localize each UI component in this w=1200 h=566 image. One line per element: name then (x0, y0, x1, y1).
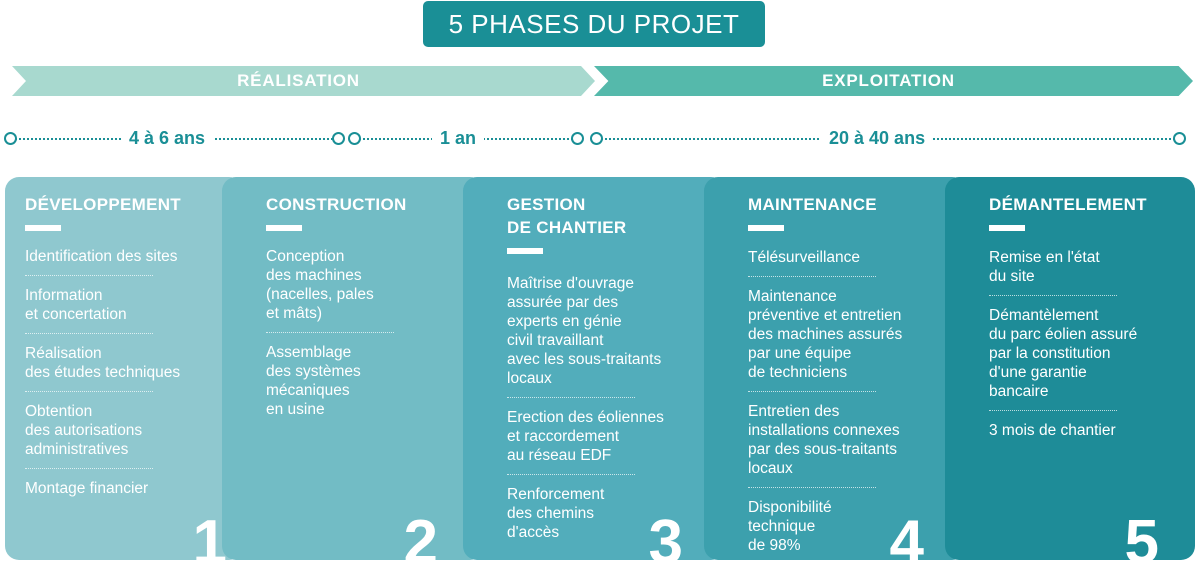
item-separator (266, 332, 394, 333)
card-item: Identification des sites (25, 248, 178, 265)
item-separator (989, 410, 1117, 411)
card-item: Disponibilité technique de 98% (748, 499, 832, 554)
item-separator (25, 391, 153, 392)
page-title: 5 PHASES DU PROJET (423, 1, 765, 47)
phase-label: EXPLOITATION (822, 71, 955, 90)
card-heading-underline (748, 225, 784, 231)
card-items: Maîtrise d'ouvrage assurée par des exper… (507, 274, 707, 542)
card-items: Conception des machines (nacelles, pales… (266, 247, 466, 419)
card-items: Identification des sites Information et … (25, 247, 225, 498)
phase-label: RÉALISATION (237, 71, 360, 90)
card-item: Erection des éoliennes et raccordement a… (507, 409, 664, 464)
card-heading: DÉMANTELEMENT (989, 195, 1147, 214)
timeline-start-dot (4, 132, 17, 145)
phase-card-maintenance: MAINTENANCE Télésurveillance Maintenance… (704, 177, 966, 560)
card-number: 5 (1124, 508, 1159, 561)
item-separator (748, 391, 876, 392)
item-separator (507, 474, 635, 475)
item-separator (25, 468, 153, 469)
item-separator (989, 295, 1117, 296)
item-separator (25, 275, 153, 276)
card-item: Renforcement des chemins d'accès (507, 486, 605, 541)
timeline-start-dot (348, 132, 361, 145)
card-number: 3 (648, 508, 683, 561)
card-items: Télésurveillance Maintenance préventive … (748, 248, 948, 555)
phase-card-developpement: DÉVELOPPEMENT Identification des sites I… (5, 177, 243, 560)
card-item: Télésurveillance (748, 249, 860, 266)
card-item: Assemblage des systèmes mécaniques en us… (266, 344, 361, 418)
card-item: Entretien des installations connexes par… (748, 403, 900, 477)
item-separator (748, 487, 876, 488)
card-heading: DÉVELOPPEMENT (25, 195, 181, 214)
phase-card-demantelement: DÉMANTELEMENT Remise en l'état du site D… (945, 177, 1195, 560)
card-item: Obtention des autorisations administrati… (25, 403, 143, 458)
timeline-end-dot (1173, 132, 1186, 145)
card-number: 1 (192, 508, 227, 561)
card-heading: CONSTRUCTION (266, 195, 407, 214)
duration-label: 20 à 40 ans (821, 128, 934, 149)
card-item: Montage financier (25, 480, 149, 497)
item-separator (25, 333, 153, 334)
phase-arrow-realisation: RÉALISATION (12, 66, 595, 96)
card-item: Maintenance préventive et entretien des … (748, 288, 903, 381)
timeline-segment-1: 4 à 6 ans (4, 128, 345, 152)
timeline-end-dot (332, 132, 345, 145)
phase-arrow-exploitation: EXPLOITATION (594, 66, 1193, 96)
card-item: Remise en l'état du site (989, 249, 1100, 285)
timeline-start-dot (590, 132, 603, 145)
item-separator (507, 397, 635, 398)
item-separator (748, 276, 876, 277)
card-item: Réalisation des études techniques (25, 345, 181, 381)
card-heading-underline (989, 225, 1025, 231)
timeline-segment-3: 20 à 40 ans (590, 128, 1186, 152)
card-item: 3 mois de chantier (989, 422, 1116, 439)
timeline-segment-2: 1 an (348, 128, 584, 152)
card-heading-underline (507, 248, 543, 254)
card-item: Maîtrise d'ouvrage assurée par des exper… (507, 275, 662, 387)
card-item: Démantèlement du parc éolien assuré par … (989, 307, 1138, 400)
duration-label: 1 an (432, 128, 485, 149)
card-items: Remise en l'état du site Démantèlement d… (989, 248, 1185, 440)
card-number: 4 (889, 508, 924, 561)
card-heading: GESTION DE CHANTIER (507, 195, 627, 237)
card-heading: MAINTENANCE (748, 195, 877, 214)
duration-label: 4 à 6 ans (121, 128, 214, 149)
card-heading-underline (25, 225, 61, 231)
card-item: Information et concertation (25, 287, 127, 323)
phase-card-construction: CONSTRUCTION Conception des machines (na… (222, 177, 484, 560)
card-item: Conception des machines (nacelles, pales… (266, 248, 374, 322)
card-heading-underline (266, 225, 302, 231)
card-number: 2 (403, 508, 438, 561)
timeline-end-dot (571, 132, 584, 145)
phase-card-gestion-de-chantier: GESTION DE CHANTIER Maîtrise d'ouvrage a… (463, 177, 725, 560)
